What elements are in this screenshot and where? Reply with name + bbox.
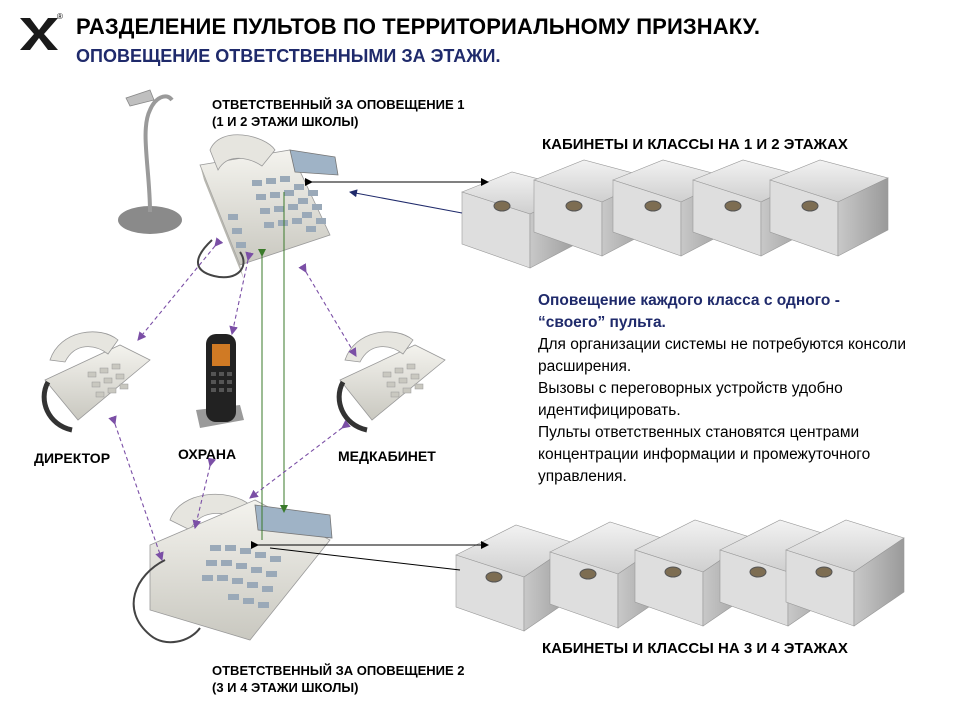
console-2-caption: ОТВЕТСТВЕННЫЙ ЗА ОПОВЕЩЕНИЕ 2 (3 И 4 ЭТА… [212, 662, 465, 696]
dashed-links [108, 237, 357, 562]
logo-registered-mark: ® [57, 12, 63, 21]
info-paragraph-1: Для организации системы не потребуются к… [538, 336, 906, 375]
intercom-box [785, 519, 905, 627]
page-subtitle: ОПОВЕЩЕНИЕ ОТВЕТСТВЕННЫМИ ЗА ЭТАЖИ. [76, 46, 501, 66]
console-1-image [118, 89, 339, 280]
rooms-bottom-heading: КАБИНЕТЫ И КЛАССЫ НА 3 И 4 ЭТАЖАХ [542, 640, 848, 657]
console-2-caption-line2: (3 И 4 ЭТАЖИ ШКОЛЫ) [212, 680, 359, 695]
medical-phone-image [336, 331, 446, 433]
info-paragraph-3: Пульты ответственных становятся центрами… [538, 424, 871, 485]
link-console1-top-rooms [305, 178, 489, 214]
info-text-block: Оповещение каждого класса с одного - “св… [538, 290, 950, 488]
director-label: ДИРЕКТОР [34, 450, 111, 466]
rooms-top-heading: КАБИНЕТЫ И КЛАССЫ НА 1 И 2 ЭТАЖАХ [542, 136, 848, 153]
page-title: РАЗДЕЛЕНИЕ ПУЛЬТОВ ПО ТЕРРИТОРИАЛЬНОМУ П… [76, 14, 761, 39]
info-bold-line2: “своего” пульта. [538, 314, 666, 331]
company-logo-icon [20, 18, 58, 50]
link-console2-bottom-rooms [251, 541, 489, 571]
console-2-image [132, 494, 333, 644]
console-2-caption-line1: ОТВЕТСТВЕННЫЙ ЗА ОПОВЕЩЕНИЕ 2 [212, 663, 465, 678]
intercom-row-bottom [455, 519, 905, 632]
console-1-caption-line1: ОТВЕТСТВЕННЫЙ ЗА ОПОВЕЩЕНИЕ 1 [212, 97, 465, 112]
director-phone-image [41, 331, 151, 433]
medical-label: МЕДКАБИНЕТ [338, 448, 436, 464]
info-paragraph-2: Вызовы с переговорных устройств удобно и… [538, 380, 843, 419]
security-phone-image [196, 334, 244, 428]
info-bold-line1: Оповещение каждого класса с одного - [538, 292, 840, 309]
intercom-box [769, 159, 889, 257]
console-1-caption-line2: (1 И 2 ЭТАЖИ ШКОЛЫ) [212, 114, 359, 129]
security-label: ОХРАНА [178, 446, 237, 462]
console-1-caption: ОТВЕТСТВЕННЫЙ ЗА ОПОВЕЩЕНИЕ 1 (1 И 2 ЭТА… [212, 96, 465, 130]
intercom-row-top [461, 159, 889, 269]
